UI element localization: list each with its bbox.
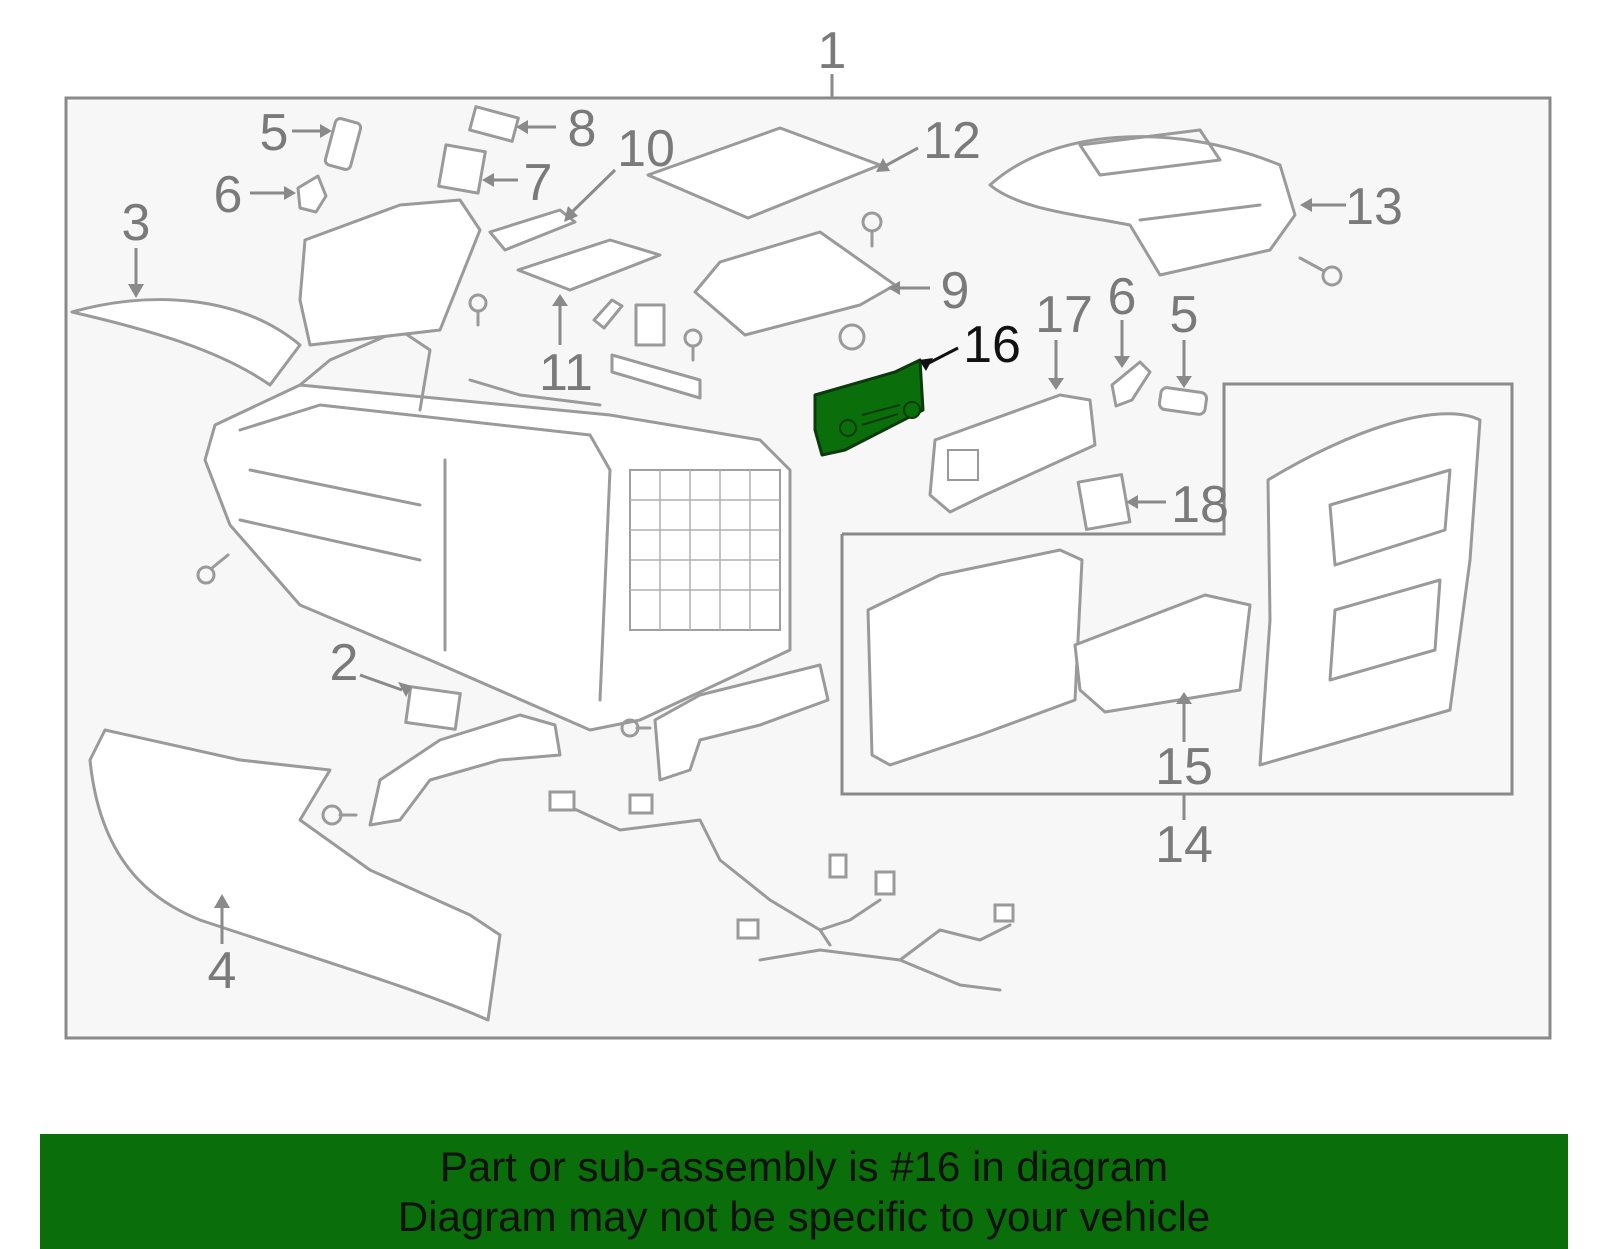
strip-small [610,353,702,400]
callout-5-right: 5 [1170,286,1199,344]
arrow-13 [1300,198,1312,212]
callout-12: 12 [923,112,981,170]
callout-7: 7 [524,154,553,212]
arrow-6-left [284,186,296,200]
arrow-16 [919,358,933,371]
arrow-17 [1048,378,1064,390]
callout-8: 8 [568,100,597,158]
callout-1: 1 [818,22,847,80]
callout-6-left: 6 [214,166,243,224]
callout-11: 11 [539,344,593,402]
callout-5-left: 5 [260,104,289,162]
bolt-top-2 [683,328,703,362]
leader-12 [884,146,919,168]
part-13-armrest [988,135,1297,277]
part-15-bin [1073,593,1252,714]
bolt-top-3 [861,211,883,248]
arrow-5-left [320,124,332,138]
callout-2: 2 [330,634,359,692]
console-grid-lines [630,470,780,630]
part-6-right [1110,360,1152,408]
callout-3: 3 [122,194,151,252]
callout-4: 4 [208,942,237,1000]
part-2 [404,685,462,731]
arrow-15 [1176,692,1192,704]
console-grid [629,469,781,631]
part-7 [437,143,487,195]
callout-18: 18 [1171,476,1229,534]
arrow-9 [888,281,900,295]
part-17-window [947,449,979,481]
bolt-right [1298,256,1343,287]
part-3-cover [70,298,302,387]
nut-9 [838,323,866,351]
callout-14: 14 [1155,816,1213,874]
part-5-right [1157,386,1209,416]
callout-10: 10 [617,120,675,178]
arrow-12 [876,158,890,172]
switch-small [634,303,666,347]
arrow-3 [128,284,144,298]
callout-16: 16 [963,316,1021,374]
arrow-18 [1126,495,1138,509]
callout-6-right: 6 [1108,268,1137,326]
part-6-left [296,174,328,214]
bolt-left [196,553,230,585]
arrow-6-right [1114,356,1130,368]
console-inner [238,403,612,702]
harness-connectors [548,790,1015,940]
arrow-5-right [1176,376,1192,388]
console-body [203,383,792,732]
upper-left-bracket [298,198,482,347]
arrow-10 [564,206,578,222]
part-11 [516,238,662,292]
banner-line-1: Part or sub-assembly is #16 in diagram [439,1142,1169,1190]
bracket-lower-right [653,663,830,782]
callout-17: 17 [1035,286,1093,344]
bolt-lower [321,804,358,826]
arrow-2 [398,682,412,697]
arrow-11 [552,294,568,306]
arrow-8 [516,120,528,134]
arrow-4 [214,894,230,908]
callout-9: 9 [941,262,970,320]
leader-2 [359,673,403,692]
part-8 [468,105,520,143]
part-16-control-module[interactable] [813,358,925,457]
leader-10 [570,168,617,214]
bracket-lower-left [368,713,562,827]
part-5-left [323,117,363,171]
part-10 [488,208,577,252]
bolt-mid [620,718,652,738]
rear-panel-openings [1328,468,1452,682]
part-17-bezel [928,393,1097,514]
part-13-detail [1078,128,1262,222]
part-18 [1076,473,1132,531]
wiring-harness [553,798,1012,992]
arrow-7 [482,173,494,187]
rear-bin-housing [866,548,1084,767]
banner-line-2: Diagram may not be specific to your vehi… [397,1192,1211,1240]
callout-13: 13 [1345,178,1403,236]
bolt-top-1 [468,293,488,327]
callout-15: 15 [1155,738,1213,796]
part-4-side-panel [88,728,502,1022]
info-banner: Part or sub-assembly is #16 in diagram D… [40,1134,1568,1249]
clip-small [592,298,624,330]
rear-panel [1258,412,1482,767]
